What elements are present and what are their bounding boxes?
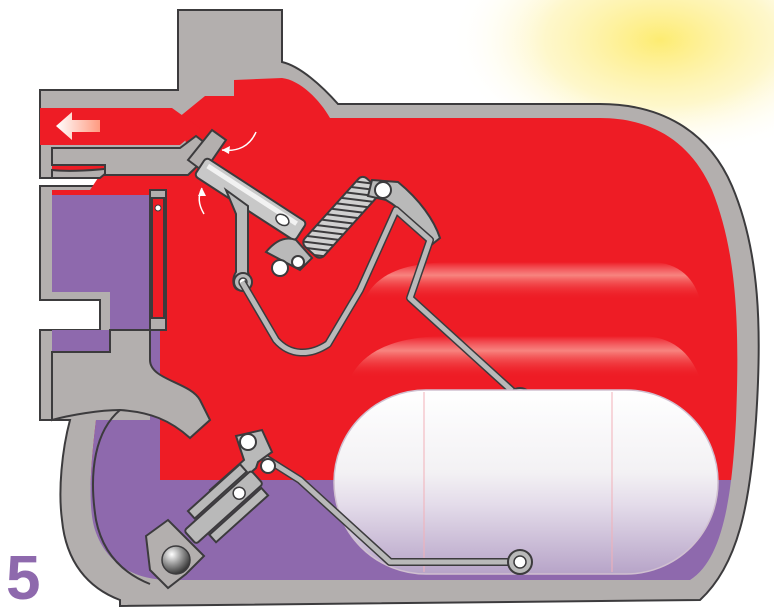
float-ball (334, 390, 718, 574)
level-plate (152, 198, 164, 318)
step-number: 5 (6, 548, 40, 610)
check-ball (162, 546, 190, 574)
reflection-band-lower (350, 336, 700, 378)
